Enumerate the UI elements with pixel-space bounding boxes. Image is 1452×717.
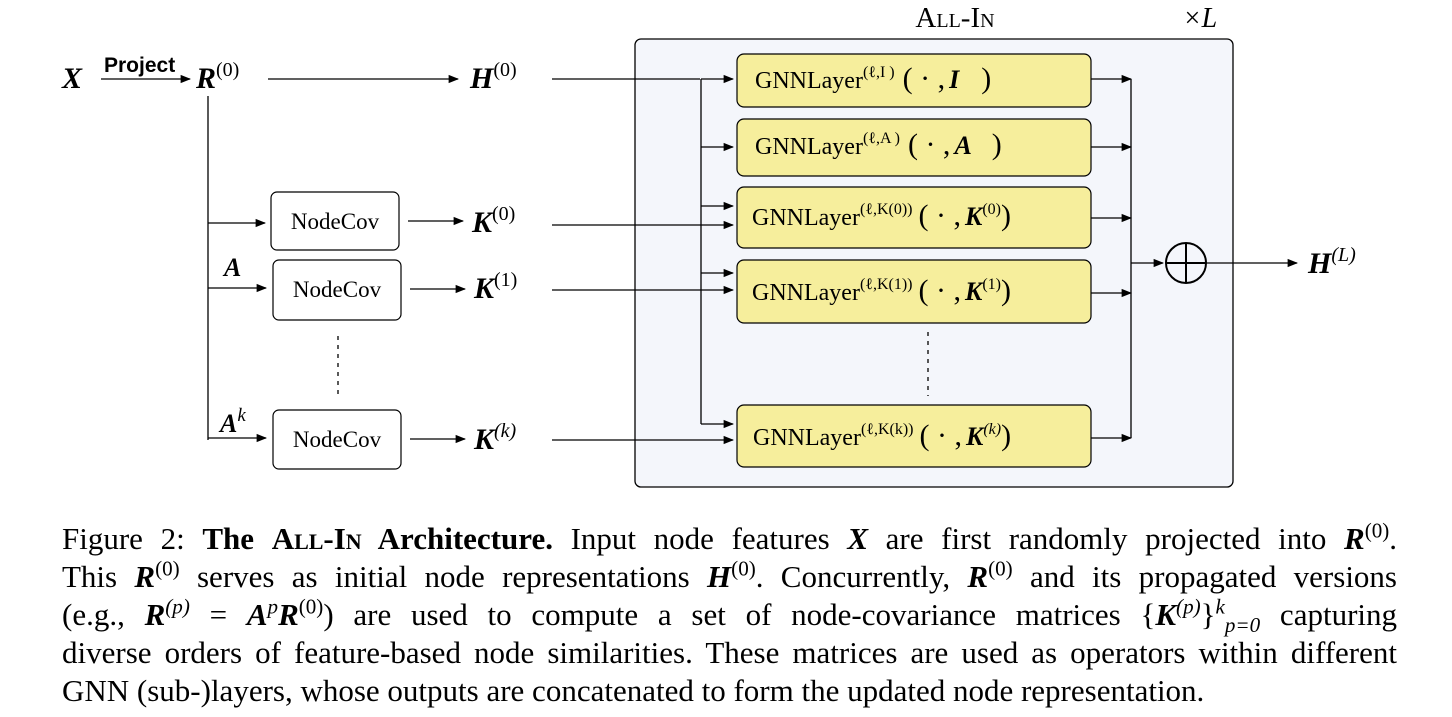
k1-label: K(1) xyxy=(473,269,517,305)
caption-line-5: GNN (sub-)layers, whose outputs are conc… xyxy=(62,673,1205,708)
gnn-layer-k0: GNNLayer(ℓ,K(0))( · ,K(0)) xyxy=(736,186,1092,249)
repeat-label: ×L xyxy=(1183,3,1217,34)
svg-text:GNNLayer(ℓ,K(k))( · ,K(k)): GNNLayer(ℓ,K(k))( · ,K(k)) xyxy=(753,419,1011,452)
kk-label: K(k) xyxy=(473,420,517,456)
nodecov-box-1: NodeCov xyxy=(272,259,402,321)
r0-label: R(0) xyxy=(195,59,239,95)
k0-label: K(0) xyxy=(471,203,515,239)
gnn-layer-kk: GNNLayer(ℓ,K(k))( · ,K(k)) xyxy=(736,404,1092,468)
svg-text:GNNLayer(ℓ,K(1))( · ,K(1)): GNNLayer(ℓ,K(1))( · ,K(1)) xyxy=(752,274,1011,307)
operator-a-label: A xyxy=(222,253,241,282)
gnn-layer-identity: GNNLayer(ℓ,I )( · ,I) xyxy=(736,53,1092,108)
gnn-layer-k1: GNNLayer(ℓ,K(1))( · ,K(1)) xyxy=(736,259,1092,324)
caption-line-2: This R(0) serves as initial node represe… xyxy=(62,556,1397,594)
svg-text:GNNLayer(ℓ,K(0))( · ,K(0)): GNNLayer(ℓ,K(0))( · ,K(0)) xyxy=(752,199,1011,232)
operator-ak-label: Ak xyxy=(218,405,246,438)
architecture-diagram: All-In ×L X Project R(0) H(0) A Ak NodeC… xyxy=(61,2,1356,488)
gnn-layer-adjacency: GNNLayer(ℓ,A )( · ,A) xyxy=(736,118,1092,177)
svg-text:NodeCov: NodeCov xyxy=(293,277,382,302)
all-in-title: All-In xyxy=(915,2,994,34)
input-x: X xyxy=(61,62,83,95)
h0-label: H(0) xyxy=(469,59,517,95)
nodecov-box-0: NodeCov xyxy=(270,191,400,251)
svg-text:NodeCov: NodeCov xyxy=(291,209,380,234)
concat-oplus-icon xyxy=(1165,242,1207,284)
repeat-text: ×L xyxy=(1183,3,1217,34)
svg-text:GNNLayer(ℓ,I )( · ,I): GNNLayer(ℓ,I )( · ,I) xyxy=(755,62,991,95)
caption-line-3: (e.g., R(p) = ApR(0)) are used to comput… xyxy=(62,594,1398,638)
caption-line-1: Figure 2: The All-In Architecture. Input… xyxy=(62,518,1398,556)
project-label: Project xyxy=(104,54,175,77)
all-in-title-text: All-In xyxy=(915,2,994,34)
figure-caption: Figure 2: The All-In Architecture. Input… xyxy=(62,520,1397,710)
nodecov-box-k: NodeCov xyxy=(272,409,402,470)
output-hl-label: H(L) xyxy=(1307,244,1356,280)
caption-line-4: diverse orders of feature-based node sim… xyxy=(62,635,1397,670)
svg-text:NodeCov: NodeCov xyxy=(293,427,382,452)
svg-text:GNNLayer(ℓ,A )( · ,A): GNNLayer(ℓ,A )( · ,A) xyxy=(755,128,1002,161)
